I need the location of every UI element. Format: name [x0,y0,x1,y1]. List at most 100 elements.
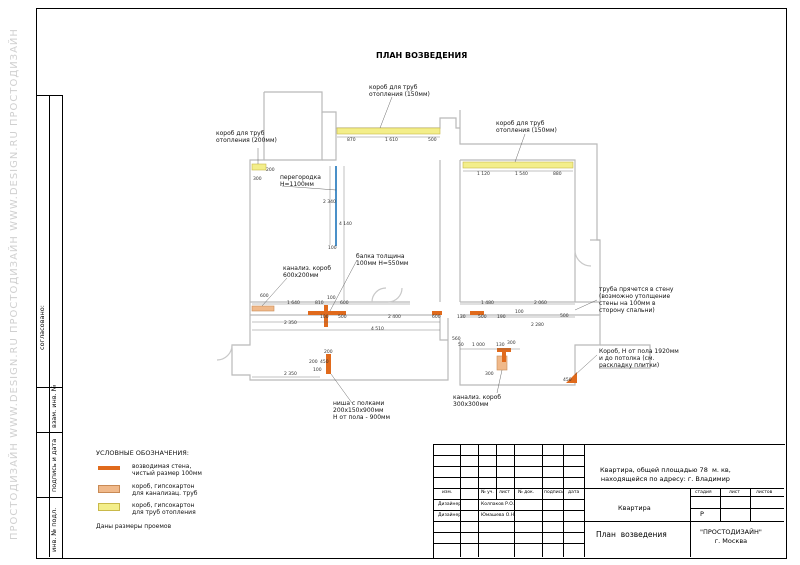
dim-label: 500 [428,138,437,143]
legend-label-new-wall: возводимая стена, чистый размер 100мм [132,463,202,477]
dim-label: 50 [458,343,464,348]
sewer-box-left [251,305,275,312]
heating-box-top [336,127,441,135]
legend-swatch-sewer-box [98,485,120,493]
side-stamp-divider [36,432,62,433]
legend-swatch-heating-box [98,503,120,511]
dim-label: 100 [515,310,524,315]
dim-label: 600 [340,301,349,306]
tb-name-1: Колпаков Р.О. [481,502,515,507]
legend-label-sewer-box: короб, гипсокартон для канализац. труб [132,483,198,497]
tb-name: Квартира [618,504,651,512]
existing-walls [216,91,651,386]
tb-sheets-label: листов [756,490,773,495]
tb-header-doc: № док. [518,490,535,495]
legend-swatch-new-wall [98,466,120,470]
dim-label: 1 610 [385,138,398,143]
tb-line [433,455,584,456]
dim-label: 2 350 [284,372,297,377]
heating-box-right [462,161,574,169]
box-triangle [566,372,577,383]
legend-note: Даны размеры проемов [96,523,172,530]
tb-line [433,466,584,467]
tb-line [433,521,784,522]
dim-label: 450 [320,360,329,365]
new-wall [432,311,442,315]
dim-label: 1 540 [515,172,528,177]
tb-object: Квартира, общей площадью 78 м. кв, наход… [600,466,731,483]
tb-header-izm: изм. [442,490,453,495]
dim-label: 500 [560,314,569,319]
callout-partition: перегородка Н=1100мм [280,174,321,188]
dim-label: 500 [478,315,487,320]
tb-line [433,543,584,544]
tb-company: "ПРОСТОДИЗАЙН" г. Москва [700,528,762,545]
tb-role-1: Дизайнер [438,502,462,507]
dim-label: 2 280 [531,323,544,328]
dim-label: 1 480 [481,301,494,306]
callout-heating-box-right: короб для труб отопления (150мм) [496,120,557,134]
dim-label: 100 [328,246,337,251]
new-wall [326,354,331,374]
tb-col [690,488,691,557]
tb-header-date: дата [568,490,580,495]
callout-niche: ниша с полками 200х150х900мм Н от пола -… [333,400,391,421]
new-walls [308,305,577,383]
tb-header-list: лист [499,490,510,495]
dim-label: 600 [432,315,441,320]
tb-col [460,444,461,557]
dim-label: 200 [309,360,318,365]
heating-box-left [251,163,267,171]
dim-label: 200 [324,350,333,355]
dim-label: 450 [563,378,572,383]
new-wall [470,311,484,315]
dim-label: 880 [553,172,562,177]
heating-boxes [251,127,574,171]
dim-label: 2 060 [534,301,547,306]
dim-label: 100 [327,296,336,301]
dim-label: 2 350 [284,321,297,326]
legend-title: УСЛОВНЫЕ ОБОЗНАЧЕНИЯ: [96,449,189,457]
tb-line [690,496,784,497]
dim-label: 300 [507,341,516,346]
tb-line [690,508,784,509]
partition-wall [335,166,337,246]
callout-box-height: Короб, Н от пола 1920мм и до потолка (см… [599,348,679,369]
callout-pipe-hide: труба прячется в стену (возможно утолщен… [599,286,674,314]
tb-col [542,444,543,557]
callout-beam: балка толщина 100мм Н=550мм [356,253,409,267]
tb-drawing: План возведения [596,530,667,539]
tb-sheet-label: лист [729,490,740,495]
callout-sewer-box-left: канализ. короб 600х200мм [283,265,332,279]
callout-heating-box-top: короб для труб отопления (150мм) [369,84,430,98]
tb-name-2: Юмашева О.Н. [481,513,516,518]
dim-label: 560 [452,337,461,342]
leader-lines [257,96,598,404]
dim-label: 500 [338,315,347,320]
callout-sewer-box-bottom: канализ. короб 300х300мм [453,394,502,408]
side-stamp-col [49,95,50,557]
dim-label: 1 640 [287,301,300,306]
tb-line [433,510,584,511]
dim-label: 810 [315,301,324,306]
callout-heating-box-left: короб для труб отопления (200мм) [216,130,277,144]
new-wall [324,305,328,327]
tb-line [433,499,584,500]
dim-label: 1 000 [472,343,485,348]
tb-col [563,444,564,557]
tb-header-uch: № уч. [481,490,494,495]
drawing-frame [36,8,787,559]
dim-label: 190 [497,315,506,320]
tb-col [478,444,479,557]
dim-label: 100 [320,315,329,320]
dim-label: 300 [253,177,262,182]
side-stamp-divider [36,497,62,498]
dim-label: 870 [347,138,356,143]
tb-stage: Р [700,510,704,518]
tb-col [584,444,585,557]
tb-line [433,477,584,478]
dim-label: 130 [457,315,466,320]
dimension-lines [252,136,575,378]
plan-title: ПЛАН ВОЗВЕДЕНИЯ [376,51,468,60]
